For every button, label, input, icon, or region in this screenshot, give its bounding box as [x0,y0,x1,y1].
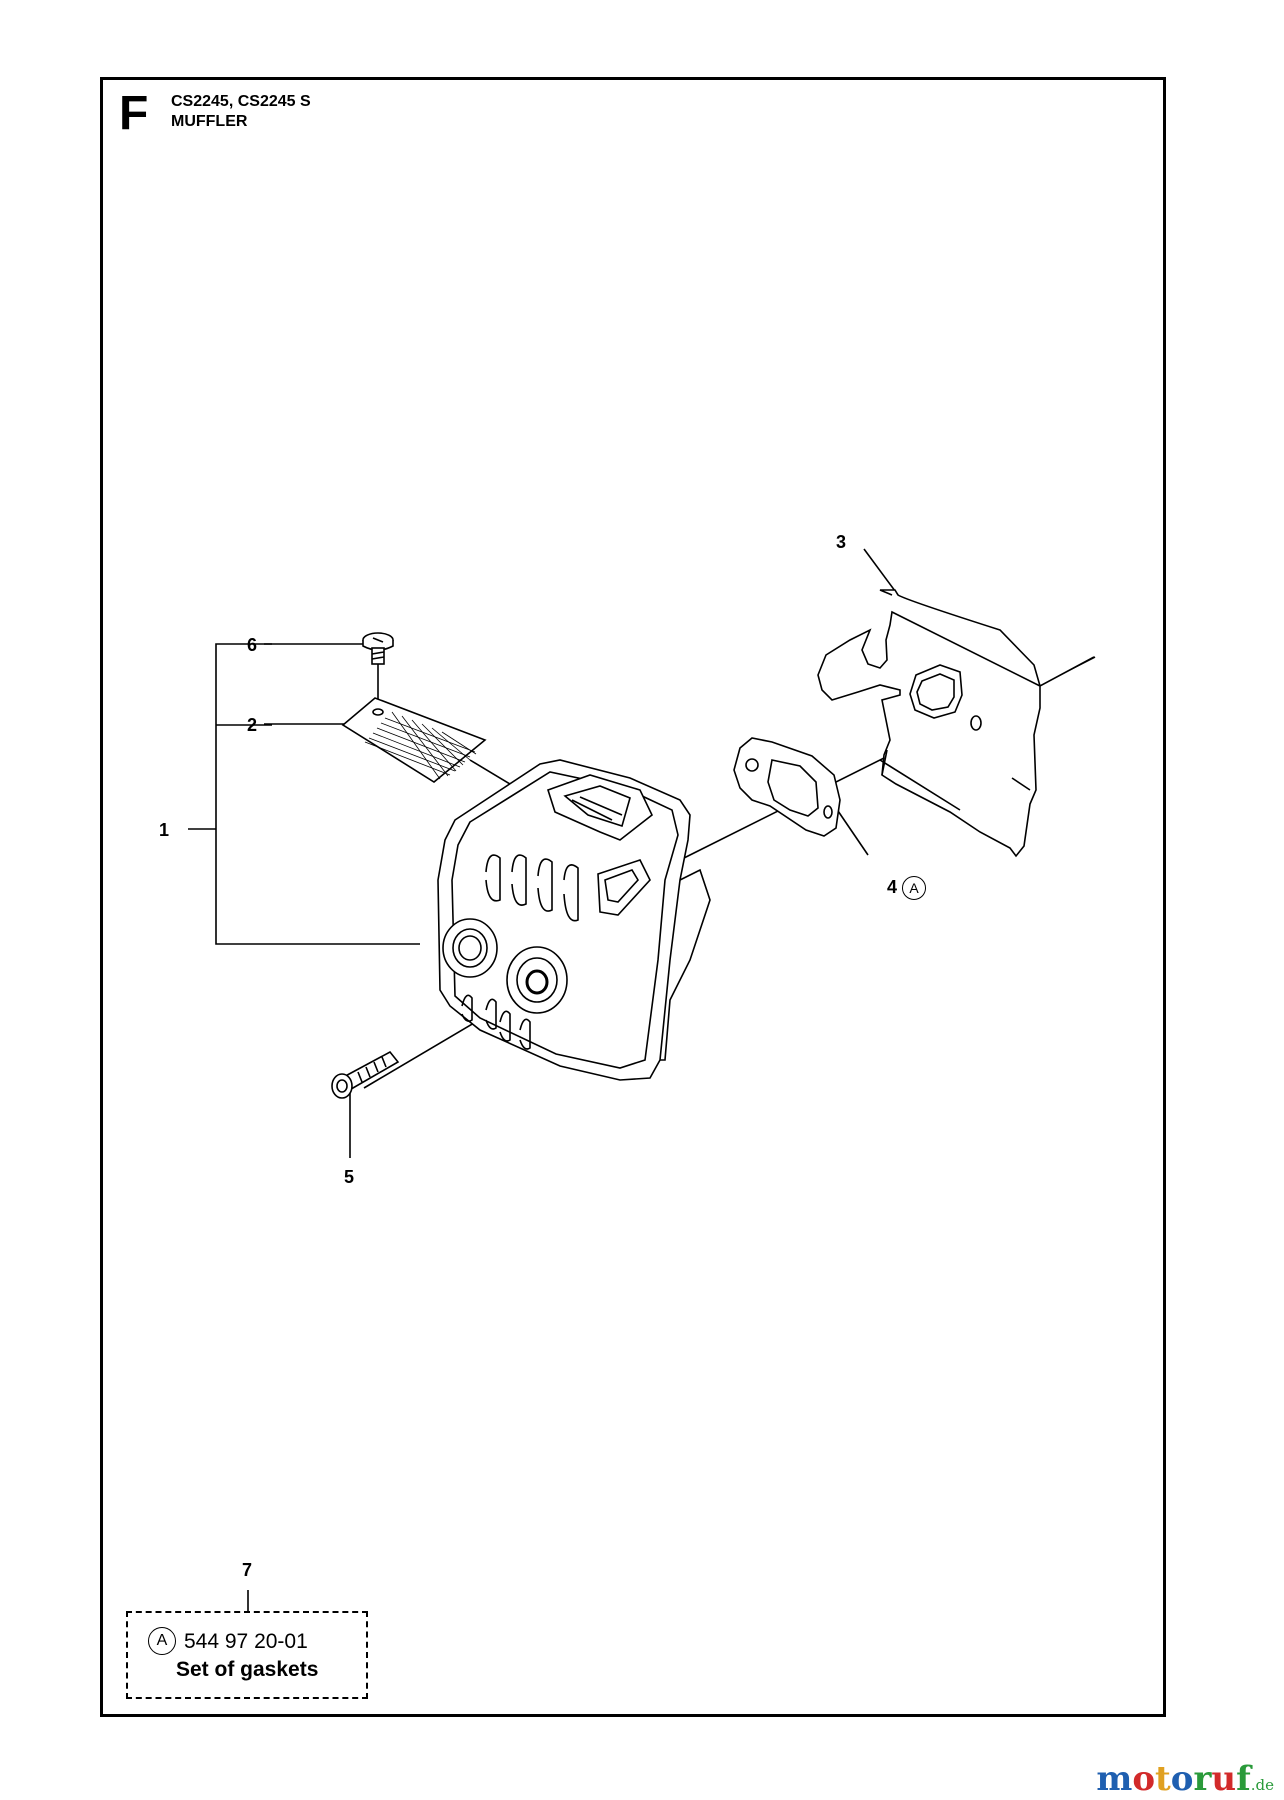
heat-shield-3 [817,589,1095,858]
drawing-frame [100,77,1166,1717]
callout-4-number: 4 [887,877,898,897]
callout-5: 5 [344,1167,355,1187]
bolt-5 [331,1050,400,1099]
kit-reference: A 544 97 20-01 [148,1627,308,1655]
kit-part-number: 544 97 20-01 [184,1629,308,1653]
watermark-letter: r [1193,1759,1212,1799]
watermark-letter: f [1236,1759,1251,1799]
watermark-brand: motoruf [1096,1759,1250,1799]
callout-3: 3 [836,532,847,552]
watermark-letter: u [1211,1759,1237,1799]
watermark-logo: motoruf.de [1096,1762,1274,1796]
gasket-4 [733,737,841,837]
watermark-letter: o [1170,1759,1194,1799]
callout-4: 4 A [887,876,927,900]
watermark-letter: m [1096,1759,1133,1799]
assembly-title: MUFFLER [171,113,248,130]
screw-6 [362,632,394,665]
watermark-letter: t [1155,1759,1171,1799]
callout-6: 6 [247,635,258,655]
callout-1: 1 [159,820,170,840]
callout-2: 2 [247,715,258,735]
section-letter: F [119,87,149,140]
watermark-letter: o [1132,1759,1156,1799]
spark-screen-2 [341,697,487,783]
muffler-body-1 [437,759,711,1081]
kit-name: Set of gaskets [176,1658,319,1681]
model-numbers: CS2245, CS2245 S [171,93,311,110]
kit-marker-badge: A [902,876,927,900]
callout-7: 7 [242,1560,253,1580]
gasket-kit-box: A 544 97 20-01 Set of gaskets [126,1611,368,1699]
watermark-tld: .de [1250,1776,1274,1794]
kit-marker-badge: A [148,1627,176,1655]
